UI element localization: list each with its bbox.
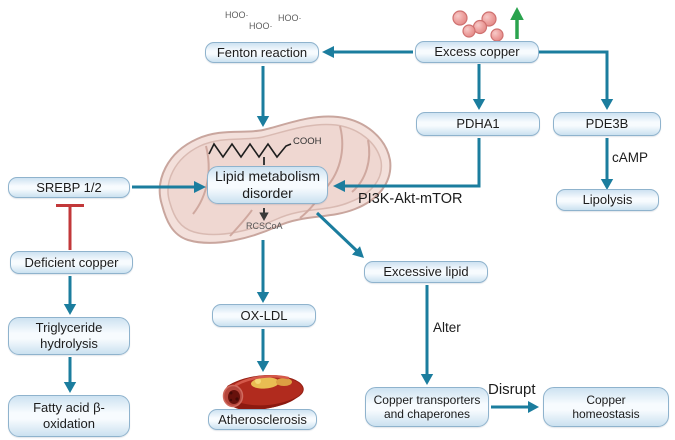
arrow-srebp-to-lipid-disorder bbox=[132, 181, 206, 193]
arrow-lipid-disorder-to-excessive-lipid bbox=[315, 211, 364, 258]
node-atherosclerosis: Atherosclerosis bbox=[208, 409, 317, 430]
arrow-deficient-to-triglyceride bbox=[63, 276, 77, 315]
cooh-label: COOH bbox=[293, 136, 322, 147]
fatty-acid-chain-illustration bbox=[208, 142, 292, 159]
node-deficient-copper: Deficient copper bbox=[10, 251, 133, 274]
arrow-triglyceride-to-fatty-acid bbox=[63, 357, 77, 393]
arrow-excess-to-fenton bbox=[322, 46, 413, 58]
pi3k-akt-mtor-label: PI3K-Akt-mTOR bbox=[358, 191, 463, 207]
arrow-lipid-disorder-to-oxldl bbox=[256, 240, 270, 303]
node-triglyceride-hydrolysis: Triglyceride hydrolysis bbox=[8, 317, 130, 355]
arrow-excessive-lipid-to-transporters bbox=[420, 285, 434, 385]
rcscoa-label: RCSCoA bbox=[246, 221, 283, 231]
node-lipid-metabolism-disorder: Lipid metabolism disorder bbox=[207, 166, 328, 204]
node-pde3b: PDE3B bbox=[553, 112, 661, 136]
node-ox-ldl: OX-LDL bbox=[212, 304, 316, 327]
arrow-lipid-box-to-rcscoa bbox=[259, 208, 269, 221]
arrow-excess-to-pdha1 bbox=[472, 64, 486, 110]
arrow-transporters-to-homeostasis bbox=[491, 401, 539, 413]
radical-label-3: HOO· bbox=[278, 13, 302, 23]
node-srebp: SREBP 1/2 bbox=[8, 177, 130, 198]
node-copper-transporters: Copper transporters and chaperones bbox=[365, 387, 489, 427]
arrow-excess-to-pde3b bbox=[539, 50, 614, 110]
node-excessive-lipid: Excessive lipid bbox=[364, 261, 488, 283]
node-pdha1: PDHA1 bbox=[416, 112, 540, 136]
arrow-pdha1-to-lipid-disorder bbox=[333, 138, 481, 192]
node-fatty-acid-beta-oxidation: Fatty acid β-oxidation bbox=[8, 395, 130, 437]
arrow-oxldl-to-vessel bbox=[256, 329, 270, 372]
node-fenton-reaction: Fenton reaction bbox=[205, 42, 319, 63]
node-copper-homeostasis: Copper homeostasis bbox=[543, 387, 669, 427]
node-lipolysis: Lipolysis bbox=[556, 189, 659, 211]
blood-vessel-illustration bbox=[222, 374, 304, 411]
copper-particles-illustration bbox=[452, 10, 504, 42]
arrow-pde3b-to-lipolysis bbox=[600, 138, 614, 190]
radical-label-1: HOO· bbox=[225, 10, 249, 20]
inhibition-bar-deficient-to-srebp bbox=[56, 204, 84, 250]
node-excess-copper: Excess copper bbox=[415, 41, 539, 63]
arrow-fenton-to-mitochondrion bbox=[256, 66, 270, 127]
disrupt-label: Disrupt bbox=[488, 381, 536, 398]
increase-arrow-icon bbox=[510, 7, 524, 39]
radical-label-2: HOO· bbox=[249, 21, 273, 31]
camp-label: cAMP bbox=[612, 150, 649, 165]
alter-label: Alter bbox=[433, 320, 461, 335]
